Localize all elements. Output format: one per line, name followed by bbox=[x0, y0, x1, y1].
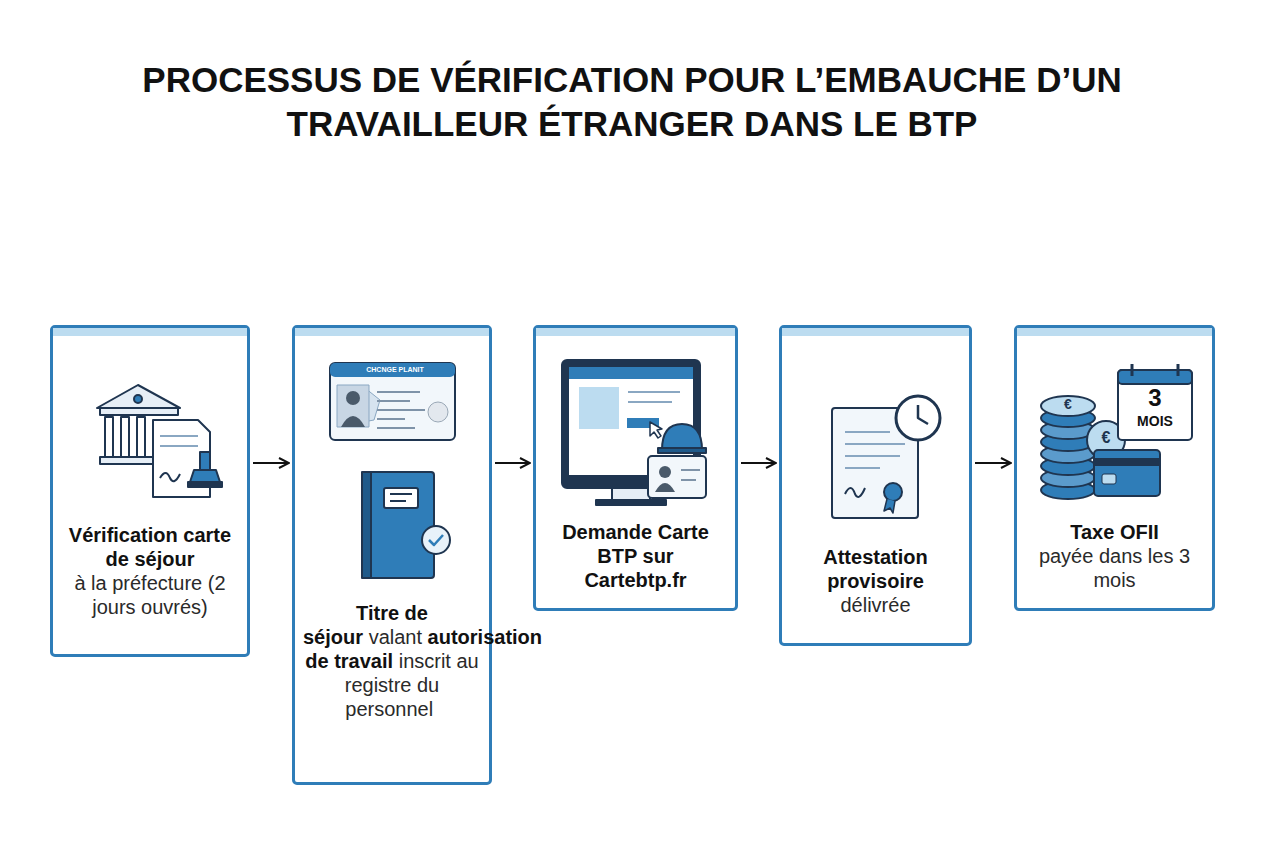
flow-arrow bbox=[495, 462, 530, 464]
header-band bbox=[53, 328, 247, 336]
step-heading: Attestation provisoire bbox=[790, 545, 961, 593]
header-band bbox=[536, 328, 735, 336]
step-text: payée dans les 3 mois bbox=[1025, 544, 1204, 592]
step-heading: Demande Carte BTP sur Cartebtp.fr bbox=[544, 520, 727, 592]
box-text: Vérification carte de séjourà la préfect… bbox=[53, 523, 247, 635]
process-box: Taxe OFIIpayée dans les 3 mois bbox=[1014, 325, 1215, 611]
process-box: Titre de séjourvalantautorisation de tra… bbox=[292, 325, 492, 785]
calendar-number: 3 bbox=[1148, 386, 1161, 410]
header-band bbox=[782, 328, 969, 336]
box-text: Titre de séjourvalantautorisation de tra… bbox=[295, 601, 489, 737]
step-text: à la préfecture (2 jours ouvrés) bbox=[61, 571, 239, 619]
coins-calendar-card-icon bbox=[1041, 364, 1192, 499]
document-stamp-icon bbox=[153, 420, 222, 497]
calendar-month: MOIS bbox=[1137, 414, 1173, 428]
passport-book-icon bbox=[362, 472, 450, 578]
step-text: délivrée bbox=[790, 593, 961, 617]
step-heading: Taxe OFII bbox=[1025, 520, 1204, 544]
step-text: valant bbox=[369, 626, 422, 648]
header-band bbox=[1017, 328, 1212, 336]
euro-sign: € bbox=[1102, 430, 1111, 446]
flow-arrow bbox=[741, 462, 776, 464]
process-box: Attestation provisoiredélivrée bbox=[779, 325, 972, 646]
diagram-title: PROCESSUS DE VÉRIFICATION POUR L’EMBAUCH… bbox=[132, 58, 1132, 146]
residence-card-icon bbox=[330, 363, 455, 440]
box-text: Attestation provisoiredélivrée bbox=[782, 545, 969, 633]
box-text: Taxe OFIIpayée dans les 3 mois bbox=[1017, 520, 1212, 608]
certificate-clock-icon bbox=[832, 396, 940, 518]
euro-sign: € bbox=[1064, 397, 1072, 411]
step-heading: Vérification carte de séjour bbox=[61, 523, 239, 571]
helmet-id-icon bbox=[648, 424, 706, 498]
flow-arrow bbox=[253, 462, 289, 464]
card-header-text: CHCNGE PLANIT bbox=[366, 366, 424, 373]
process-box: Vérification carte de séjourà la préfect… bbox=[50, 325, 250, 657]
process-box: Demande Carte BTP sur Cartebtp.fr bbox=[533, 325, 738, 611]
header-band bbox=[295, 328, 489, 336]
box-text: Demande Carte BTP sur Cartebtp.fr bbox=[536, 520, 735, 608]
flow-arrow bbox=[975, 462, 1011, 464]
